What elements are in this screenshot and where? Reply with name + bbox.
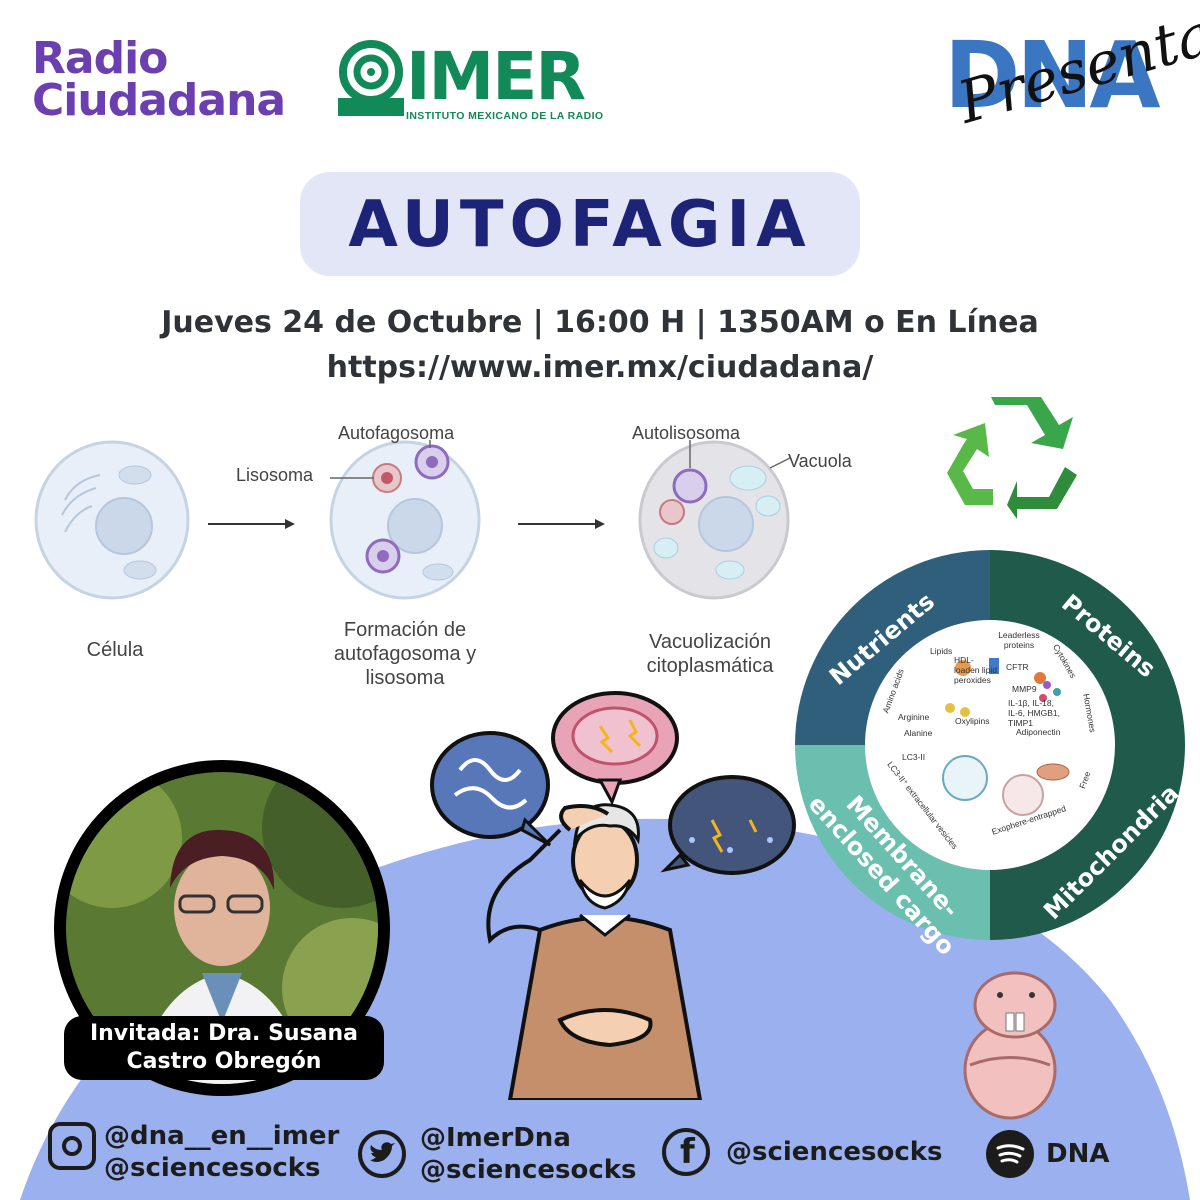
wheel-alanine: Alanine — [904, 728, 933, 738]
headache-illustration — [430, 691, 796, 1100]
wheel-cftr: CFTR — [1006, 662, 1029, 672]
dna-logo: DNA — [944, 22, 1161, 129]
wheel-lc3: LC3-II — [902, 752, 926, 762]
radio-ciudadana-logo: Radio Ciudadana — [32, 33, 302, 128]
label-lisosoma: Lisosoma — [236, 465, 314, 485]
title-background — [300, 172, 860, 276]
caption-formacion: Formación de autofagosoma y lisosoma — [333, 619, 477, 689]
extracellular-cargo-wheel — [795, 550, 1185, 940]
imer-subtitle: INSTITUTO MEXICANO DE LA RADIO — [406, 110, 604, 122]
instagram-handle-2[interactable]: @sciencesocks — [104, 1153, 321, 1183]
guest-line1: Invitada: Dra. Susana — [89, 1021, 359, 1046]
wheel-adiponectin: Adiponectin — [1016, 727, 1061, 737]
cell-autophagosome — [329, 440, 481, 600]
autophagy-cell-diagram — [34, 440, 791, 600]
instagram-handle-1[interactable]: @dna__en__imer — [104, 1121, 340, 1151]
imer-emblem-icon — [338, 40, 404, 116]
twitter-handles: @ImerDna @sciencesocks — [420, 1122, 637, 1186]
facebook-handle[interactable]: @sciencesocks — [726, 1137, 943, 1167]
radio-logo-line2: Ciudadana — [32, 75, 286, 126]
event-url[interactable]: https://www.imer.mx/ciudadana/ — [326, 350, 874, 385]
recycle-icon — [947, 397, 1077, 519]
caption-celula: Célula — [86, 639, 144, 661]
label-vacuola: Vacuola — [788, 451, 852, 471]
twitter-icon[interactable] — [358, 1130, 406, 1178]
wheel-oxylipins: Oxylipins — [955, 716, 990, 726]
wheel-leaderless: Leaderless proteins — [998, 630, 1040, 650]
wheel-arginine: Arginine — [898, 712, 930, 722]
event-title: AUTOFAGIA — [348, 188, 812, 262]
spotify-icon[interactable] — [986, 1130, 1034, 1178]
wheel-il: IL-1β, IL-18, IL-6, HMGB1, TIMP1 — [1008, 698, 1060, 728]
imer-wordmark: IMER — [406, 38, 586, 115]
wheel-mmp9: MMP9 — [1012, 684, 1037, 694]
instagram-icon[interactable] — [48, 1122, 96, 1170]
guest-badge: Invitada: Dra. Susana Castro Obregón — [64, 1016, 384, 1080]
twitter-handle-1[interactable]: @ImerDna — [420, 1123, 571, 1153]
label-autolisosoma: Autolisosoma — [632, 423, 741, 443]
twitter-handle-2[interactable]: @sciencesocks — [420, 1155, 637, 1185]
wheel-hdl: HDL-loaden lipid peroxides — [954, 655, 998, 685]
event-date-line: Jueves 24 de Octubre | 16:00 H | 1350AM … — [161, 305, 1039, 340]
wheel-lipids: Lipids — [930, 646, 953, 656]
mole-rat-mascot — [963, 971, 1057, 1120]
instagram-handles: @dna__en__imer @sciencesocks — [104, 1120, 339, 1184]
guest-line2: Castro Obregón — [126, 1049, 322, 1074]
spotify-label[interactable]: DNA — [1046, 1139, 1110, 1169]
cell-autolysosome — [638, 440, 791, 600]
cell-normal — [34, 440, 190, 600]
caption-vacuolizacion: Vacuolización citoplasmática — [646, 631, 774, 677]
label-autofagosoma: Autofagosoma — [338, 423, 455, 443]
facebook-icon[interactable]: f — [662, 1128, 710, 1176]
radio-logo-line1: Radio — [32, 33, 168, 84]
